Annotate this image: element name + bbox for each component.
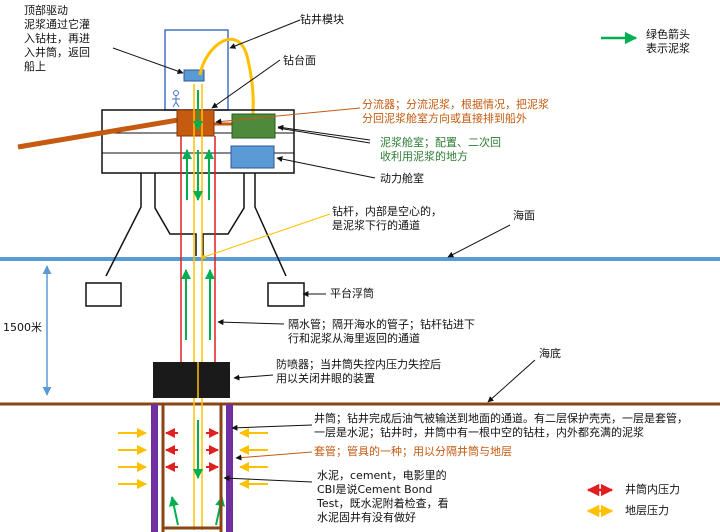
legend-red-label: 井筒内压力 (625, 483, 680, 496)
casing-leader (235, 451, 313, 461)
drill-floor-label: 钻台面 (283, 54, 316, 67)
drill-pipe-leader (200, 213, 331, 259)
platform-legs (105, 173, 287, 277)
diverter (176, 109, 215, 137)
pontoon-right (267, 282, 305, 307)
top-drive-label: 顶部驱动 泥浆通过它灌 入钻柱，再进 入井筒，返回 船上 (24, 4, 90, 73)
bop-label: 防喷器；当井筒失控内压力失控后 用以关闭井眼的装置 (276, 358, 441, 385)
wellbore-label: 井筒；钻井完成后油气被输送到地面的通道。有二层保护壳壳，一层是套管， 一层是水泥… (314, 412, 688, 439)
power-room (230, 145, 275, 169)
diverter-label: 分流器；分流泥浆，根据情况，把泥浆 分回泥浆舱室方向或直接排到船外 (362, 98, 549, 125)
mud-room-label: 泥浆舱室；配置、二次回 收利用泥浆的地方 (380, 136, 501, 163)
casing-label: 套管；管具的一种；用以分隔井筒与地层 (314, 445, 512, 458)
formation-pressure-arrows (118, 428, 268, 489)
pontoon-label: 平台浮筒 (330, 287, 374, 300)
mud-room-leader (277, 127, 371, 144)
blowout-preventer (153, 362, 230, 398)
power-room-label: 动力舱室 (380, 172, 424, 185)
legend-green-label: 绿色箭头 表示泥浆 (646, 28, 690, 55)
discharge-pipe (17, 115, 191, 150)
worker-figure (172, 90, 180, 108)
seabed-label: 海底 (539, 347, 561, 360)
internal-pressure-arrows (165, 428, 219, 472)
mud-room (231, 113, 276, 139)
riser-label: 隔水管；隔开海水的管子；钻杆钻进下 行和泥浆从海里返回的通道 (288, 318, 475, 345)
top-drive (183, 69, 205, 82)
leader-lines (112, 19, 536, 483)
mud-arrow-up-5 (168, 496, 179, 526)
casing-right (226, 404, 233, 532)
legend-yellow-label: 地层压力 (625, 504, 669, 517)
depth-label: 1500米 (3, 321, 42, 334)
casing-left (151, 404, 158, 532)
sea-surface-label: 海面 (513, 209, 535, 222)
drill-pipe-label: 钻杆，内部是空心的， 是泥浆下行的通道 (332, 205, 442, 232)
drill-module-label: 钻井模块 (300, 13, 344, 26)
diverter-leader (215, 107, 361, 125)
cement-label: 水泥，cement，电影里的 CBI是说Cement Bond Test，既水泥… (317, 469, 449, 524)
pontoon-left (85, 282, 122, 307)
